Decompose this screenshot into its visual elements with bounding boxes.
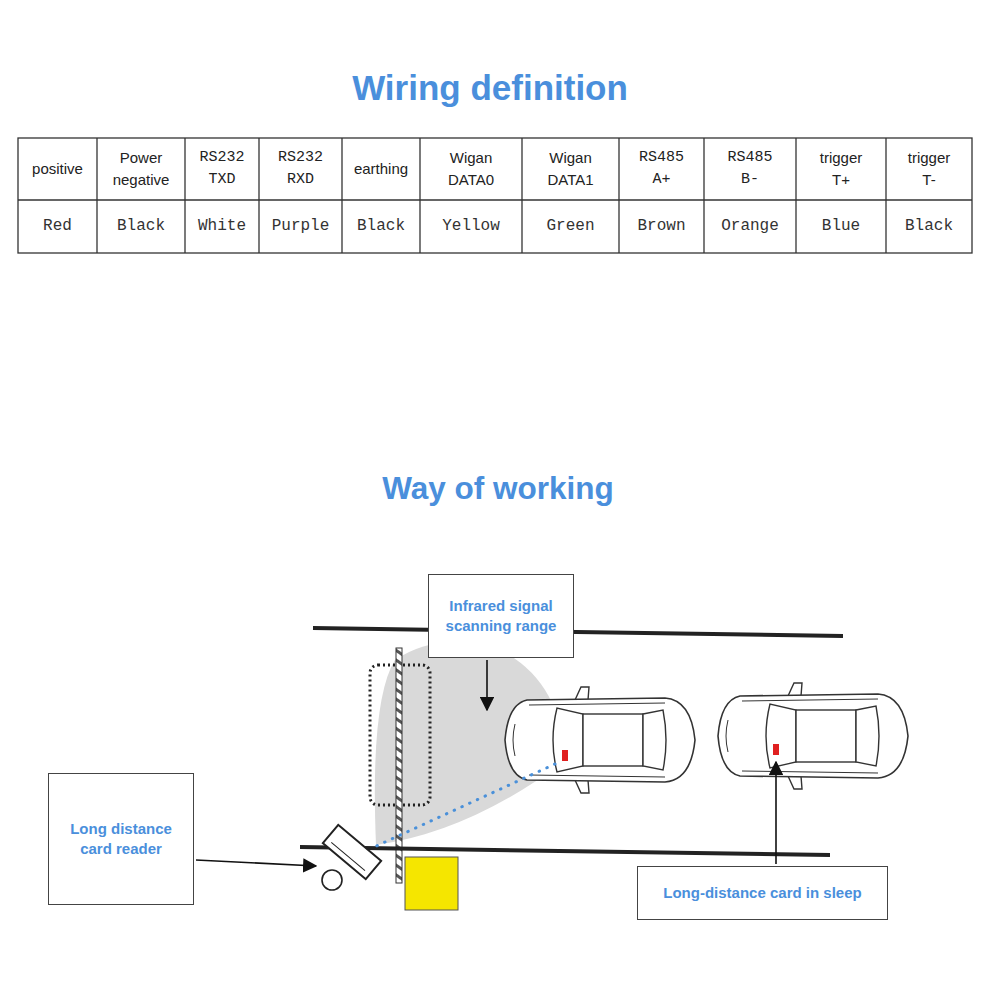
table-rule <box>341 138 342 253</box>
table-cell: Red <box>18 200 97 253</box>
car <box>718 683 908 789</box>
table-header-cell: RS485 A+ <box>619 138 704 200</box>
table-cell: Black <box>342 200 420 253</box>
label-text: Way of working <box>382 466 614 512</box>
table-rule <box>18 199 972 200</box>
label-text: Black <box>117 215 165 238</box>
label-text: Orange <box>721 215 779 238</box>
label-text: Wigan DATA1 <box>540 147 602 191</box>
card-reader <box>323 825 381 879</box>
callout-text: Infrared signal scanning range <box>437 596 565 637</box>
long-distance-card <box>562 750 568 761</box>
label-text: Green <box>546 215 594 238</box>
section-heading: Wiring definition <box>0 62 980 114</box>
table-header-cell: RS232 RXD <box>259 138 342 200</box>
leader-arrow <box>486 660 488 710</box>
table-rule <box>258 138 259 253</box>
callout-box: Long-distance card in sleep <box>637 866 888 920</box>
label-text: RS485 A+ <box>631 147 693 191</box>
table-rule <box>419 138 420 253</box>
table-rule <box>885 138 886 253</box>
table-cell: Black <box>886 200 972 253</box>
card-reader-body <box>323 825 381 879</box>
table-rule <box>96 138 97 253</box>
callout-text: Long distance card reader <box>57 819 185 860</box>
road-edge <box>313 628 843 636</box>
label-text: Purple <box>272 215 330 238</box>
label-text: Blue <box>822 215 860 238</box>
callout-box: Long distance card reader <box>48 773 194 905</box>
table-cell: White <box>185 200 259 253</box>
table-cell: Green <box>522 200 619 253</box>
label-text: Wigan DATA0 <box>440 147 502 191</box>
callout-text: Long-distance card in sleep <box>663 883 861 903</box>
table-header-cell: Power negative <box>97 138 185 200</box>
label-text: trigger T+ <box>812 147 870 191</box>
table-cell: Brown <box>619 200 704 253</box>
table-header-cell: positive <box>18 138 97 200</box>
heading-text: Wiring definition <box>352 63 628 114</box>
leader-arrow <box>775 762 777 864</box>
reader-mount <box>322 870 342 890</box>
car <box>505 687 695 793</box>
long-distance-card <box>773 744 779 755</box>
label-text: positive <box>32 158 83 180</box>
table-header-cell: RS232 TXD <box>185 138 259 200</box>
leader-arrow <box>196 860 316 866</box>
table-rule <box>521 138 522 253</box>
table-cell: Black <box>97 200 185 253</box>
label-text: RS232 TXD <box>191 147 253 191</box>
road-edge <box>300 847 830 855</box>
label-text: Power negative <box>101 147 181 191</box>
table-header-cell: trigger T- <box>886 138 972 200</box>
card-reader-detail <box>331 842 365 870</box>
table-header-cell: Wigan DATA0 <box>420 138 522 200</box>
table-rule <box>703 138 704 253</box>
rf-signal <box>372 764 555 848</box>
label-text: Yellow <box>442 215 500 238</box>
table-cell: Purple <box>259 200 342 253</box>
label-text: earthing <box>354 158 408 180</box>
label-text: trigger T- <box>900 147 958 191</box>
table-cell: Yellow <box>420 200 522 253</box>
table-rule <box>795 138 796 253</box>
table-rule <box>184 138 185 253</box>
label-text: RS485 B- <box>719 147 781 191</box>
label-text: Black <box>905 215 953 238</box>
table-header-cell: Wigan DATA1 <box>522 138 619 200</box>
table-header-cell: RS485 B- <box>704 138 796 200</box>
table-rule <box>618 138 619 253</box>
label-text: Red <box>43 215 72 238</box>
table-header-cell: trigger T+ <box>796 138 886 200</box>
label-text: White <box>198 215 246 238</box>
callout-box: Infrared signal scanning range <box>428 574 574 658</box>
label-text: Black <box>357 215 405 238</box>
table-border <box>18 138 972 253</box>
label-text: Brown <box>637 215 685 238</box>
barrier-gate-box <box>405 857 458 910</box>
table-header-cell: earthing <box>342 138 420 200</box>
label-text: RS232 RXD <box>268 147 334 191</box>
table-cell: Blue <box>796 200 886 253</box>
section-heading: Way of working <box>0 462 996 516</box>
wiring-table <box>18 138 972 253</box>
table-cell: Orange <box>704 200 796 253</box>
